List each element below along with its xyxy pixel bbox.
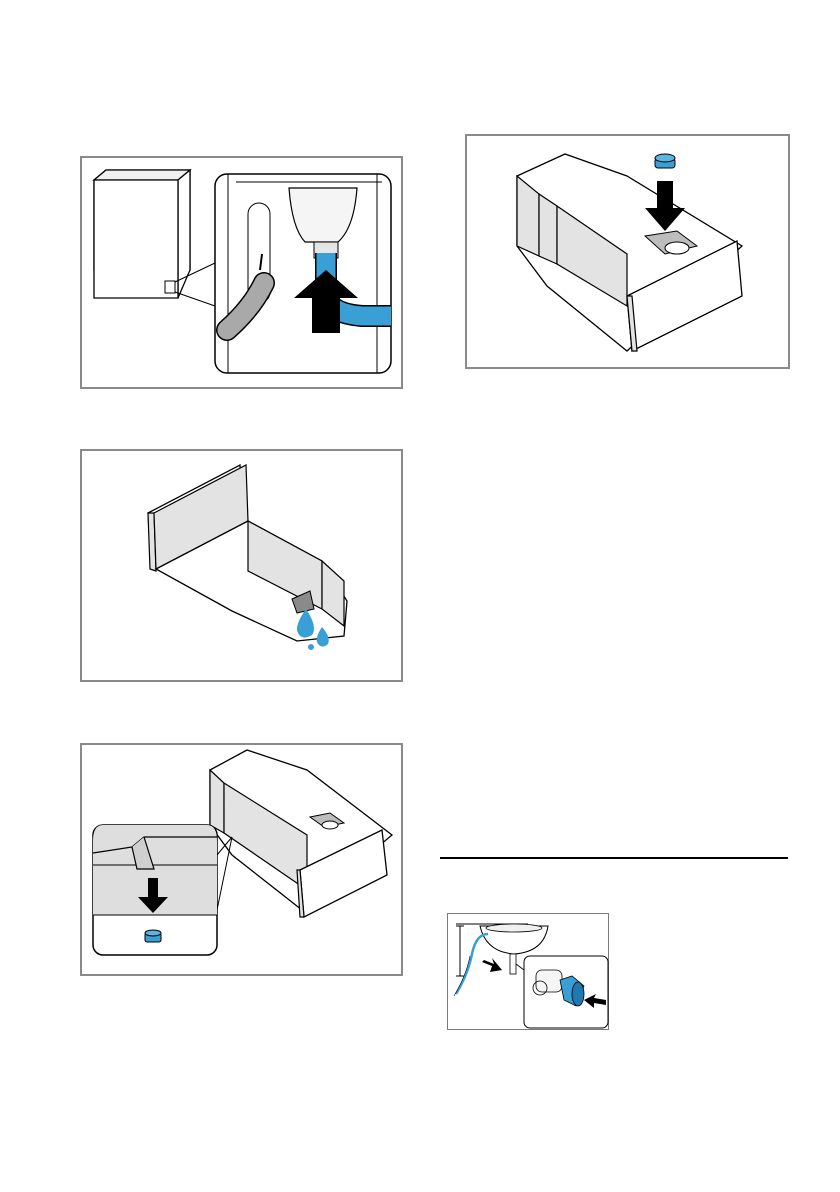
figure-remove-plug: [80, 743, 403, 976]
plug-icon: [145, 930, 161, 942]
section-divider: [440, 857, 788, 859]
figure-water-drops: [80, 449, 403, 682]
figure-sink-connection: [447, 913, 609, 1030]
filter-plug-illustration: [467, 136, 792, 371]
arrow-right-icon: [482, 958, 502, 972]
figure-filter-plug: [465, 134, 790, 369]
sink-connection-illustration: [448, 914, 610, 1031]
drain-hose-illustration: [82, 158, 405, 391]
remove-plug-illustration: [82, 745, 405, 978]
figure-drain-hose: [80, 156, 403, 389]
plug-icon: [655, 154, 675, 168]
water-drops-illustration: [82, 451, 405, 684]
